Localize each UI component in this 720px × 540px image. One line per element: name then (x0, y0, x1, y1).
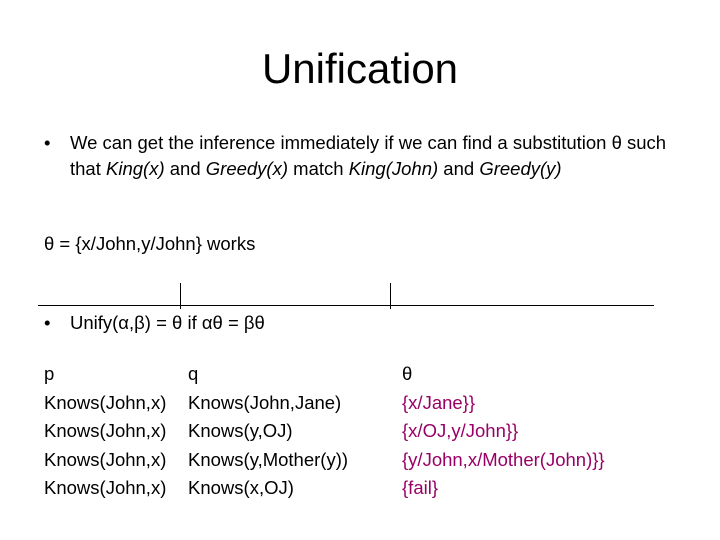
bullet-substitution: • We can get the inference immediately i… (44, 130, 694, 182)
text-run: and (438, 158, 480, 179)
table-cell-theta: {x/OJ,y/John}} (402, 420, 519, 441)
column-header-theta: θ (402, 363, 413, 384)
column-theta: θ {x/Jane}} {x/OJ,y/John}} {y/John,x/Mot… (402, 360, 605, 503)
bullet-marker: • (44, 132, 51, 153)
table-cell-theta: {fail} (402, 477, 439, 498)
unify-definition-text: Unify(α,β) = θ if αθ = βθ (70, 312, 265, 333)
table-cell-theta: {x/Jane}} (402, 391, 476, 413)
column-q: q Knows(John,Jane) Knows(y,OJ) Knows(y,M… (188, 360, 348, 503)
column-header-q: q (188, 363, 199, 384)
table-vertical-rule-2 (390, 283, 391, 309)
bullet-text: We can get the inference immediately if … (70, 130, 694, 182)
bullet-unify-definition: • Unify(α,β) = θ if αθ = βθ (44, 311, 265, 335)
column-p: p Knows(John,x) Knows(John,x) Knows(John… (44, 360, 166, 503)
term-king-x: King(x) (106, 158, 165, 179)
text-run: match (288, 158, 349, 179)
column-header-p: p (44, 363, 55, 384)
table-cell-p: Knows(John,x) (44, 448, 167, 470)
table-cell-p: Knows(John,x) (44, 391, 167, 413)
table-cell-p: Knows(John,x) (44, 420, 167, 441)
table-cell-q: Knows(y,Mother(y)) (188, 448, 349, 470)
term-greedy-x: Greedy(x) (205, 158, 289, 179)
text-run: and (164, 158, 206, 179)
table-cell-q: Knows(y,OJ) (188, 420, 293, 441)
table-cell-q: Knows(x,OJ) (188, 477, 294, 498)
table-horizontal-rule (38, 305, 654, 306)
table-cell-p: Knows(John,x) (44, 477, 167, 498)
bullet-marker: • (44, 312, 51, 333)
slide-title: Unification (261, 45, 459, 92)
term-greedy-y: Greedy(y) (479, 158, 562, 179)
table-cell-q: Knows(John,Jane) (188, 391, 342, 413)
text-run: We can get the inference immediately if … (70, 132, 667, 179)
theta-works-line: θ = {x/John,y/John} works (44, 233, 256, 254)
table-cell-theta: {y/John,x/Mother(John)}} (402, 448, 605, 470)
table-vertical-rule-1 (180, 283, 181, 309)
term-king-john: King(John) (348, 158, 439, 179)
